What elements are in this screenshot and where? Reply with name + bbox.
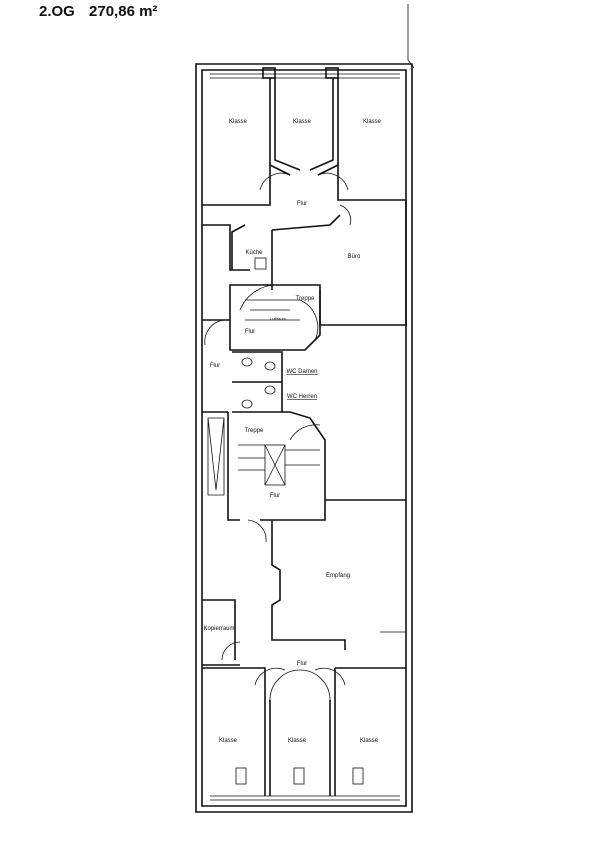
room-label: Flur bbox=[297, 201, 307, 207]
bottom-classrooms-walls bbox=[202, 667, 406, 796]
room-label: Küche bbox=[245, 250, 263, 256]
room-label: Klasse bbox=[288, 738, 307, 744]
room-label: Klasse bbox=[229, 119, 248, 125]
room-label: WC Damen bbox=[286, 369, 317, 375]
lower-stair-walls bbox=[202, 411, 326, 543]
middle-upper-walls bbox=[202, 200, 407, 413]
room-label: Flur bbox=[245, 329, 255, 335]
floor-area: 270,86 m² bbox=[89, 3, 158, 20]
room-label: Empfang bbox=[326, 573, 350, 579]
room-label: Klasse bbox=[360, 738, 379, 744]
floor-label: 2.OG bbox=[39, 3, 75, 20]
room-label: Treppe bbox=[296, 296, 315, 302]
reception-walls bbox=[202, 499, 406, 666]
room-label: Büro bbox=[348, 254, 361, 260]
room-label: Flur bbox=[270, 493, 280, 499]
room-label: Kopierraum bbox=[203, 626, 234, 632]
room-label: Flur bbox=[297, 661, 307, 667]
room-label: Luftraum bbox=[270, 316, 286, 321]
room-label: WC Herren bbox=[287, 394, 317, 400]
room-label: Klasse bbox=[293, 119, 312, 125]
neighbor-outline bbox=[407, 4, 415, 69]
top-classrooms-walls bbox=[202, 78, 406, 226]
room-label: Klasse bbox=[219, 738, 238, 744]
room-label: Klasse bbox=[363, 119, 382, 125]
plan-title: 2.OG 270,86 m² bbox=[39, 3, 167, 20]
outer-walls bbox=[195, 63, 413, 813]
room-label: Treppe bbox=[245, 428, 264, 434]
room-label: Flur bbox=[210, 363, 220, 369]
